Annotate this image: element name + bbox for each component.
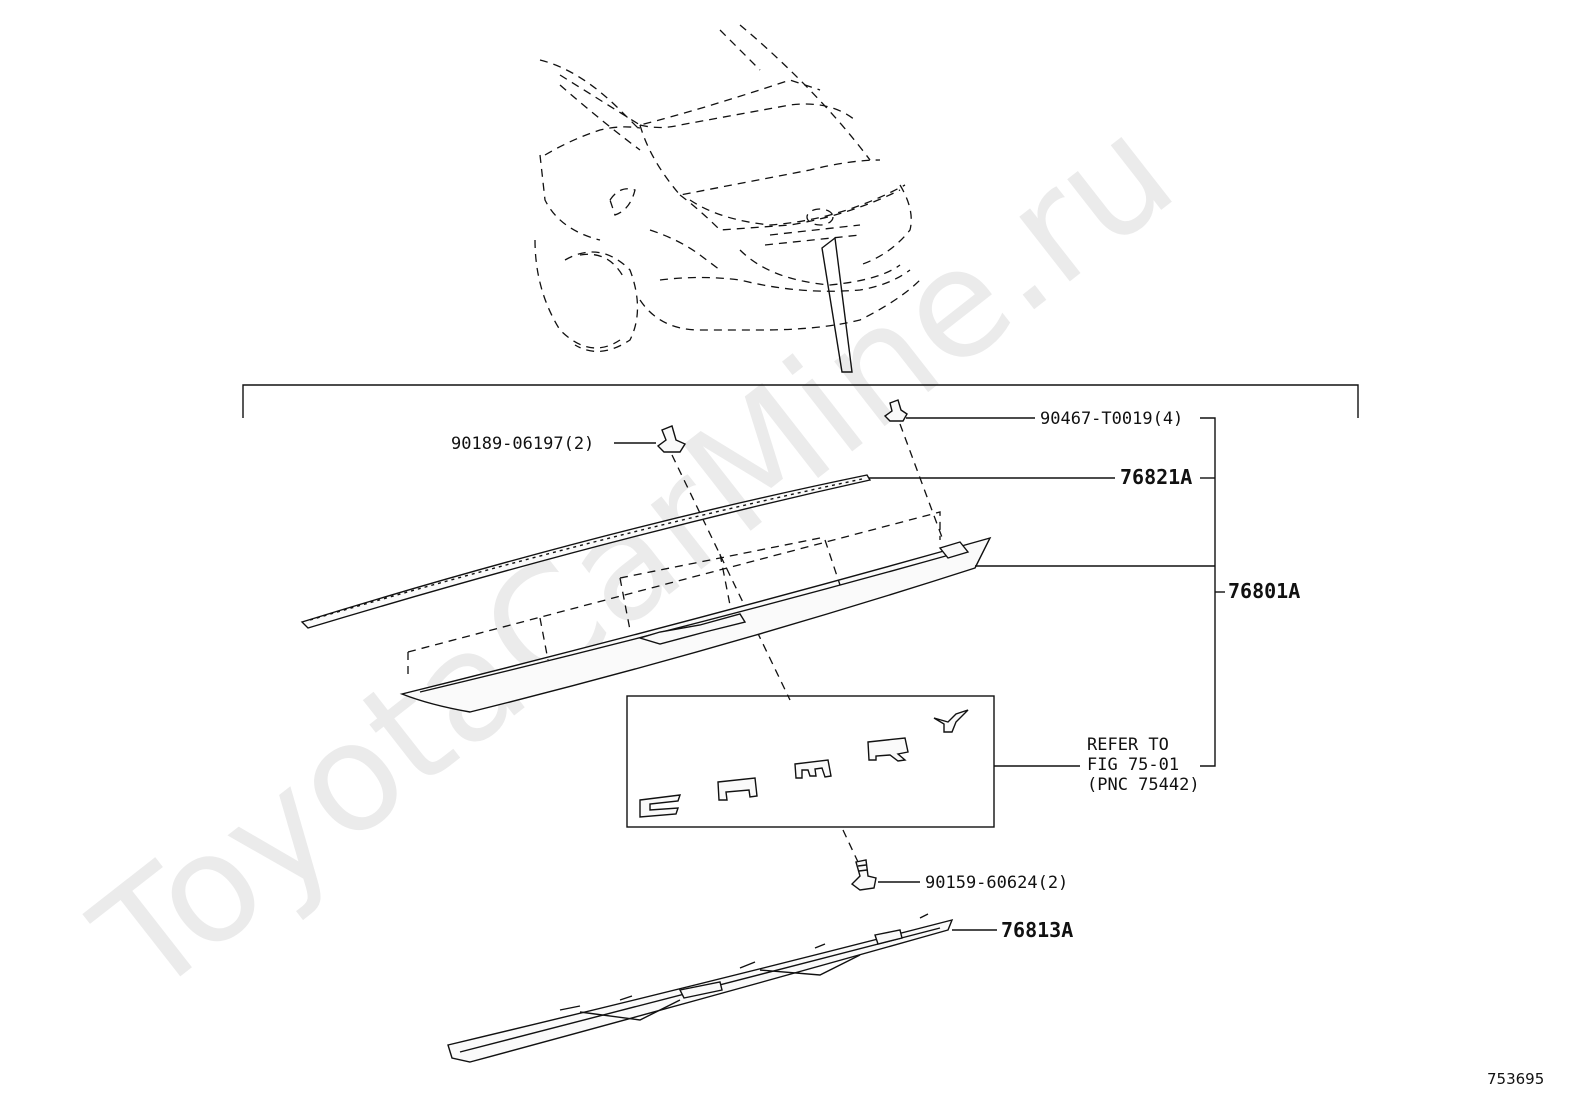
moulding-strip (300, 474, 872, 629)
part-label-moulding: 76821A (1120, 465, 1192, 489)
refer-note-line3: (PNC 75442) (1087, 775, 1200, 795)
assembly-bracket-right (1200, 417, 1216, 767)
alignment-line-left (671, 454, 791, 701)
screw-icon (850, 859, 877, 891)
refer-note-line2: FIG 75-01 (1087, 755, 1179, 775)
part-label-screw: 90159-60624(2) (925, 873, 1068, 893)
alignment-line-right (899, 423, 944, 541)
alignment-line-screw (842, 829, 859, 863)
part-label-assembly: 76801A (1228, 579, 1300, 603)
part-label-lower-garnish: 76813A (1001, 918, 1073, 942)
garnish-panel (399, 536, 992, 713)
part-label-clip-left: 90189-06197(2) (451, 434, 594, 454)
car-rear-view (534, 24, 921, 373)
lower-garnish-panel (447, 913, 954, 1063)
clip-left-icon (656, 425, 687, 453)
assembly-bracket-line (242, 384, 1359, 418)
refer-note-line1: REFER TO (1087, 735, 1169, 755)
emblem-reference-box (626, 695, 995, 828)
camry-emblem-letters (639, 709, 969, 818)
part-label-clip-top: 90467-T0019(4) (1040, 409, 1183, 429)
figure-number: 753695 (1487, 1070, 1544, 1088)
garnish-mounting-outline (407, 511, 941, 680)
clip-top-icon (883, 399, 908, 422)
